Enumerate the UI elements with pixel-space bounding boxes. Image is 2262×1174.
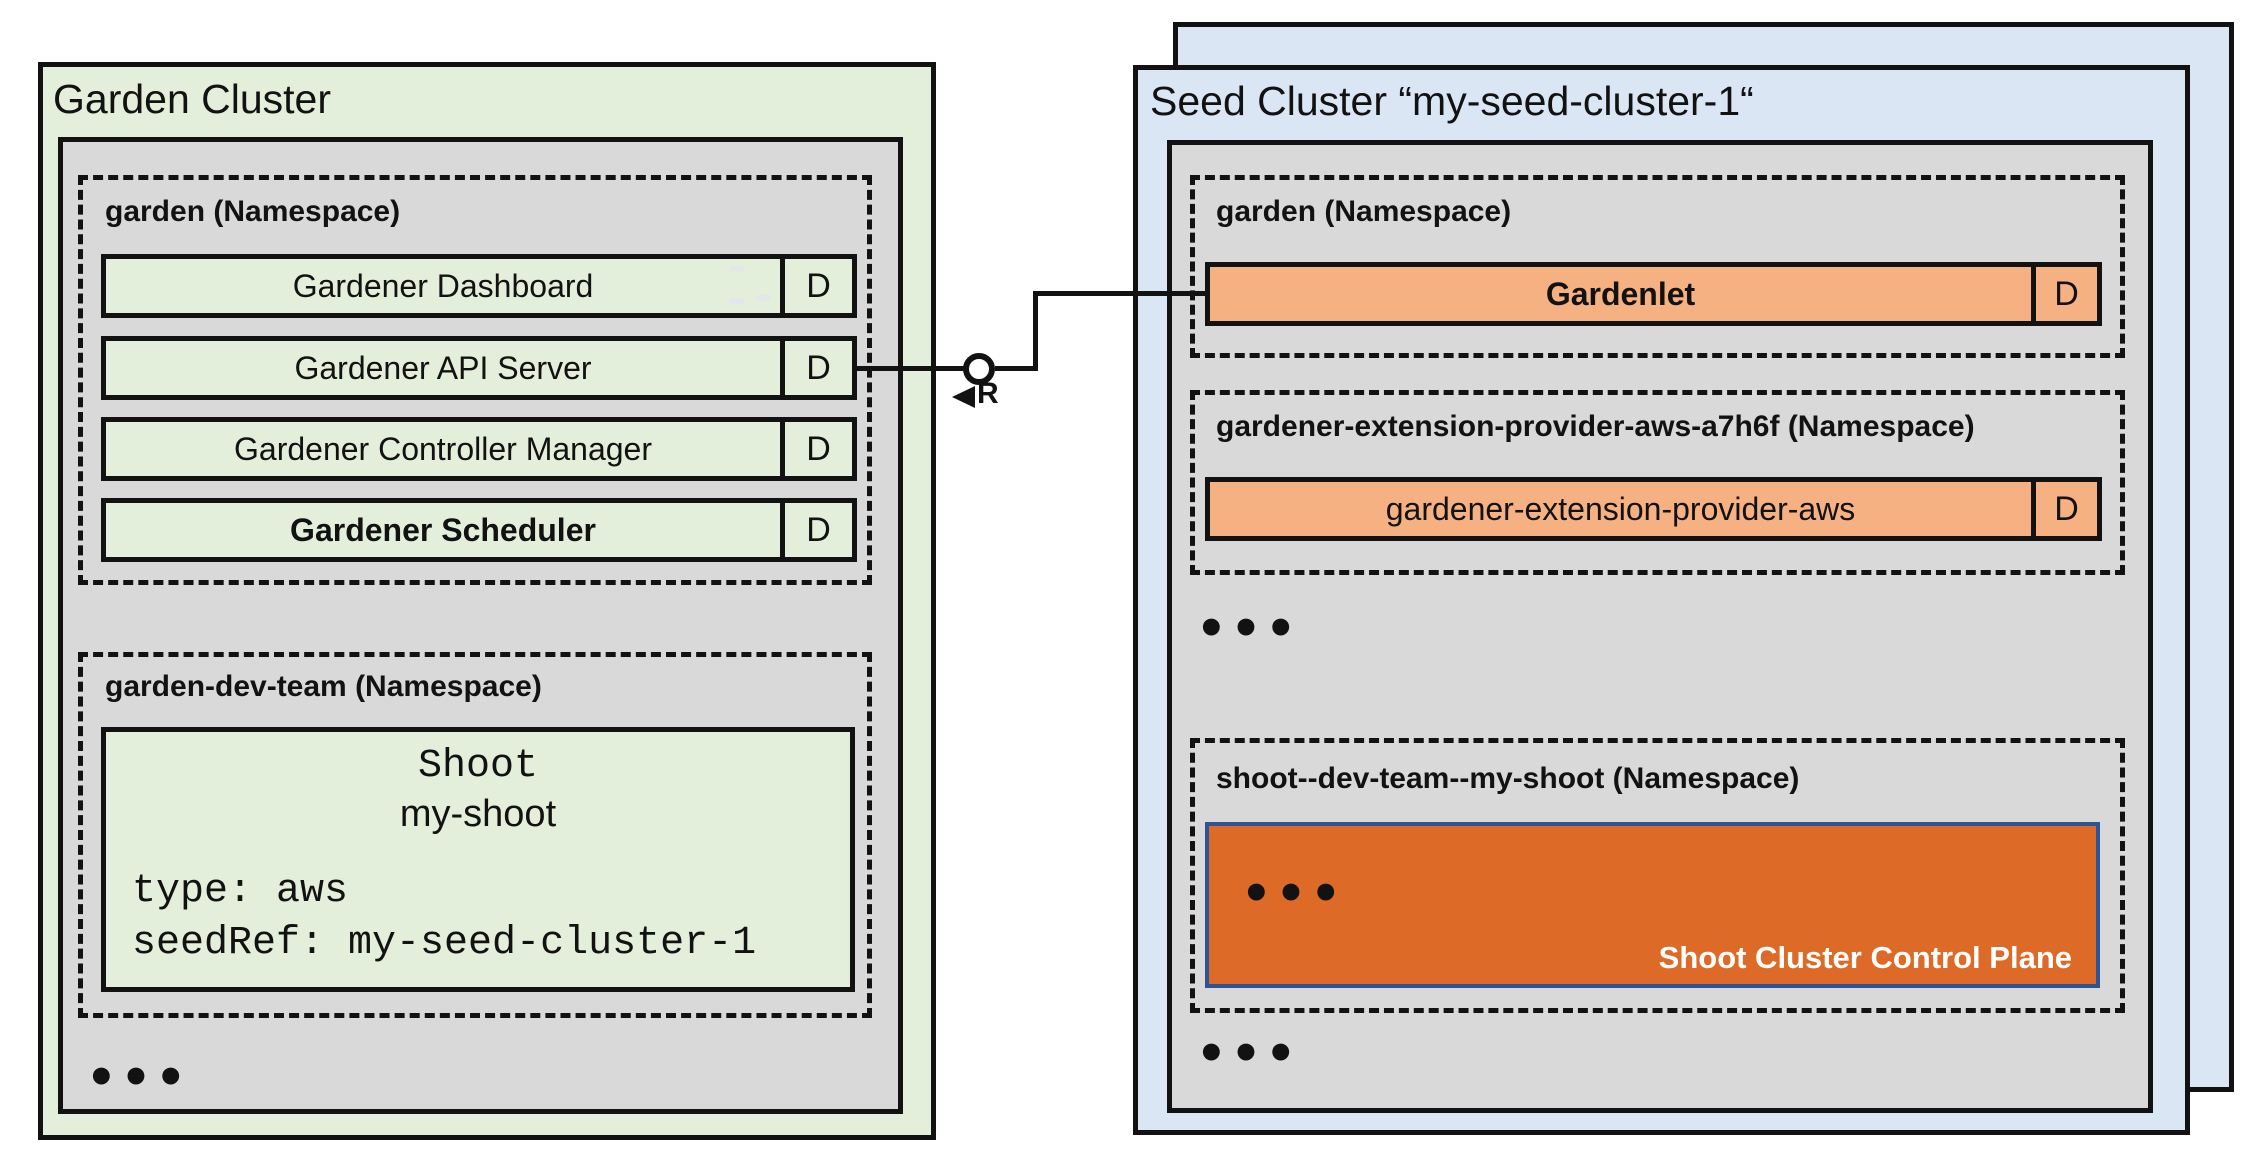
left-ellipsis: ••• [86, 1050, 191, 1106]
left-dev-team-namespace-label: garden-dev-team (Namespace) [105, 670, 542, 703]
component-gardener-controller-manager: Gardener Controller Manager D [101, 417, 857, 481]
left-dev-team-namespace-box [78, 652, 872, 1018]
shoot-resource-name: my-shoot [399, 793, 557, 835]
deployment-badge: D [780, 341, 852, 395]
artifact-mark [756, 295, 771, 301]
connector-line-mid [995, 366, 1038, 371]
garden-cluster-title: Garden Cluster [53, 76, 332, 122]
right-ellipsis-bottom: ••• [1196, 1026, 1301, 1082]
component-gardener-extension-provider-aws: gardener-extension-provider-aws D [1205, 477, 2102, 541]
component-gardener-dashboard: Gardener Dashboard D [101, 254, 857, 318]
component-gardener-api-server: Gardener API Server D [101, 336, 857, 400]
shoot-resource-box: Shoot my-shoot type: aws seedRef: my-seed… [101, 727, 855, 992]
shoot-control-plane-box [1205, 822, 2100, 988]
right-shoot-namespace-label: shoot--dev-team--my-shoot (Namespace) [1216, 762, 1800, 795]
deployment-badge: D [780, 503, 852, 557]
right-extension-namespace-box [1190, 390, 2125, 575]
component-label: Gardener Controller Manager [234, 430, 652, 467]
component-label: Gardenlet [1545, 275, 1696, 312]
interface-circle [963, 353, 995, 385]
component-label: Gardener Scheduler [290, 511, 596, 548]
shoot-spec-seedref: seedRef: my-seed-cluster-1 [132, 921, 757, 966]
right-shoot-namespace-box [1190, 738, 2125, 1013]
component-label: Gardener API Server [294, 349, 592, 386]
shoot-resource-spec: type: aws seedRef: my-seed-cluster-1 [132, 866, 850, 970]
connector-line-vertical [1033, 291, 1038, 371]
right-extension-namespace-label: gardener-extension-provider-aws-a7h6f (N… [1216, 410, 1975, 443]
right-ellipsis-top: ••• [1196, 601, 1301, 657]
request-label: R [977, 377, 999, 410]
shoot-spec-type: type: aws [132, 869, 349, 914]
component-gardenlet: Gardenlet D [1205, 262, 2102, 326]
shoot-resource-kind: Shoot [417, 744, 539, 789]
right-garden-namespace-box [1190, 175, 2125, 358]
deployment-badge: D [2031, 267, 2097, 321]
connector-line-gardenlet [1038, 291, 1209, 296]
left-garden-namespace-box [78, 175, 872, 585]
deployment-badge: D [2031, 482, 2097, 536]
component-gardener-scheduler: Gardener Scheduler D [101, 498, 857, 562]
connector-line-apiserver [857, 366, 965, 371]
deployment-badge: D [780, 422, 852, 476]
control-plane-ellipsis: ••• [1241, 866, 1346, 922]
control-plane-label: Shoot Cluster Control Plane [1658, 940, 2072, 975]
artifact-mark [729, 298, 744, 304]
seed-cluster-title: Seed Cluster “my-seed-cluster-1“ [1150, 78, 1754, 124]
component-label: Gardener Dashboard [292, 267, 594, 304]
left-garden-namespace-label: garden (Namespace) [105, 195, 401, 228]
artifact-mark [730, 266, 744, 271]
request-direction-arrow-icon [952, 386, 975, 408]
deployment-badge: D [780, 259, 852, 313]
right-garden-namespace-label: garden (Namespace) [1216, 195, 1512, 228]
component-label: gardener-extension-provider-aws [1385, 490, 1856, 527]
